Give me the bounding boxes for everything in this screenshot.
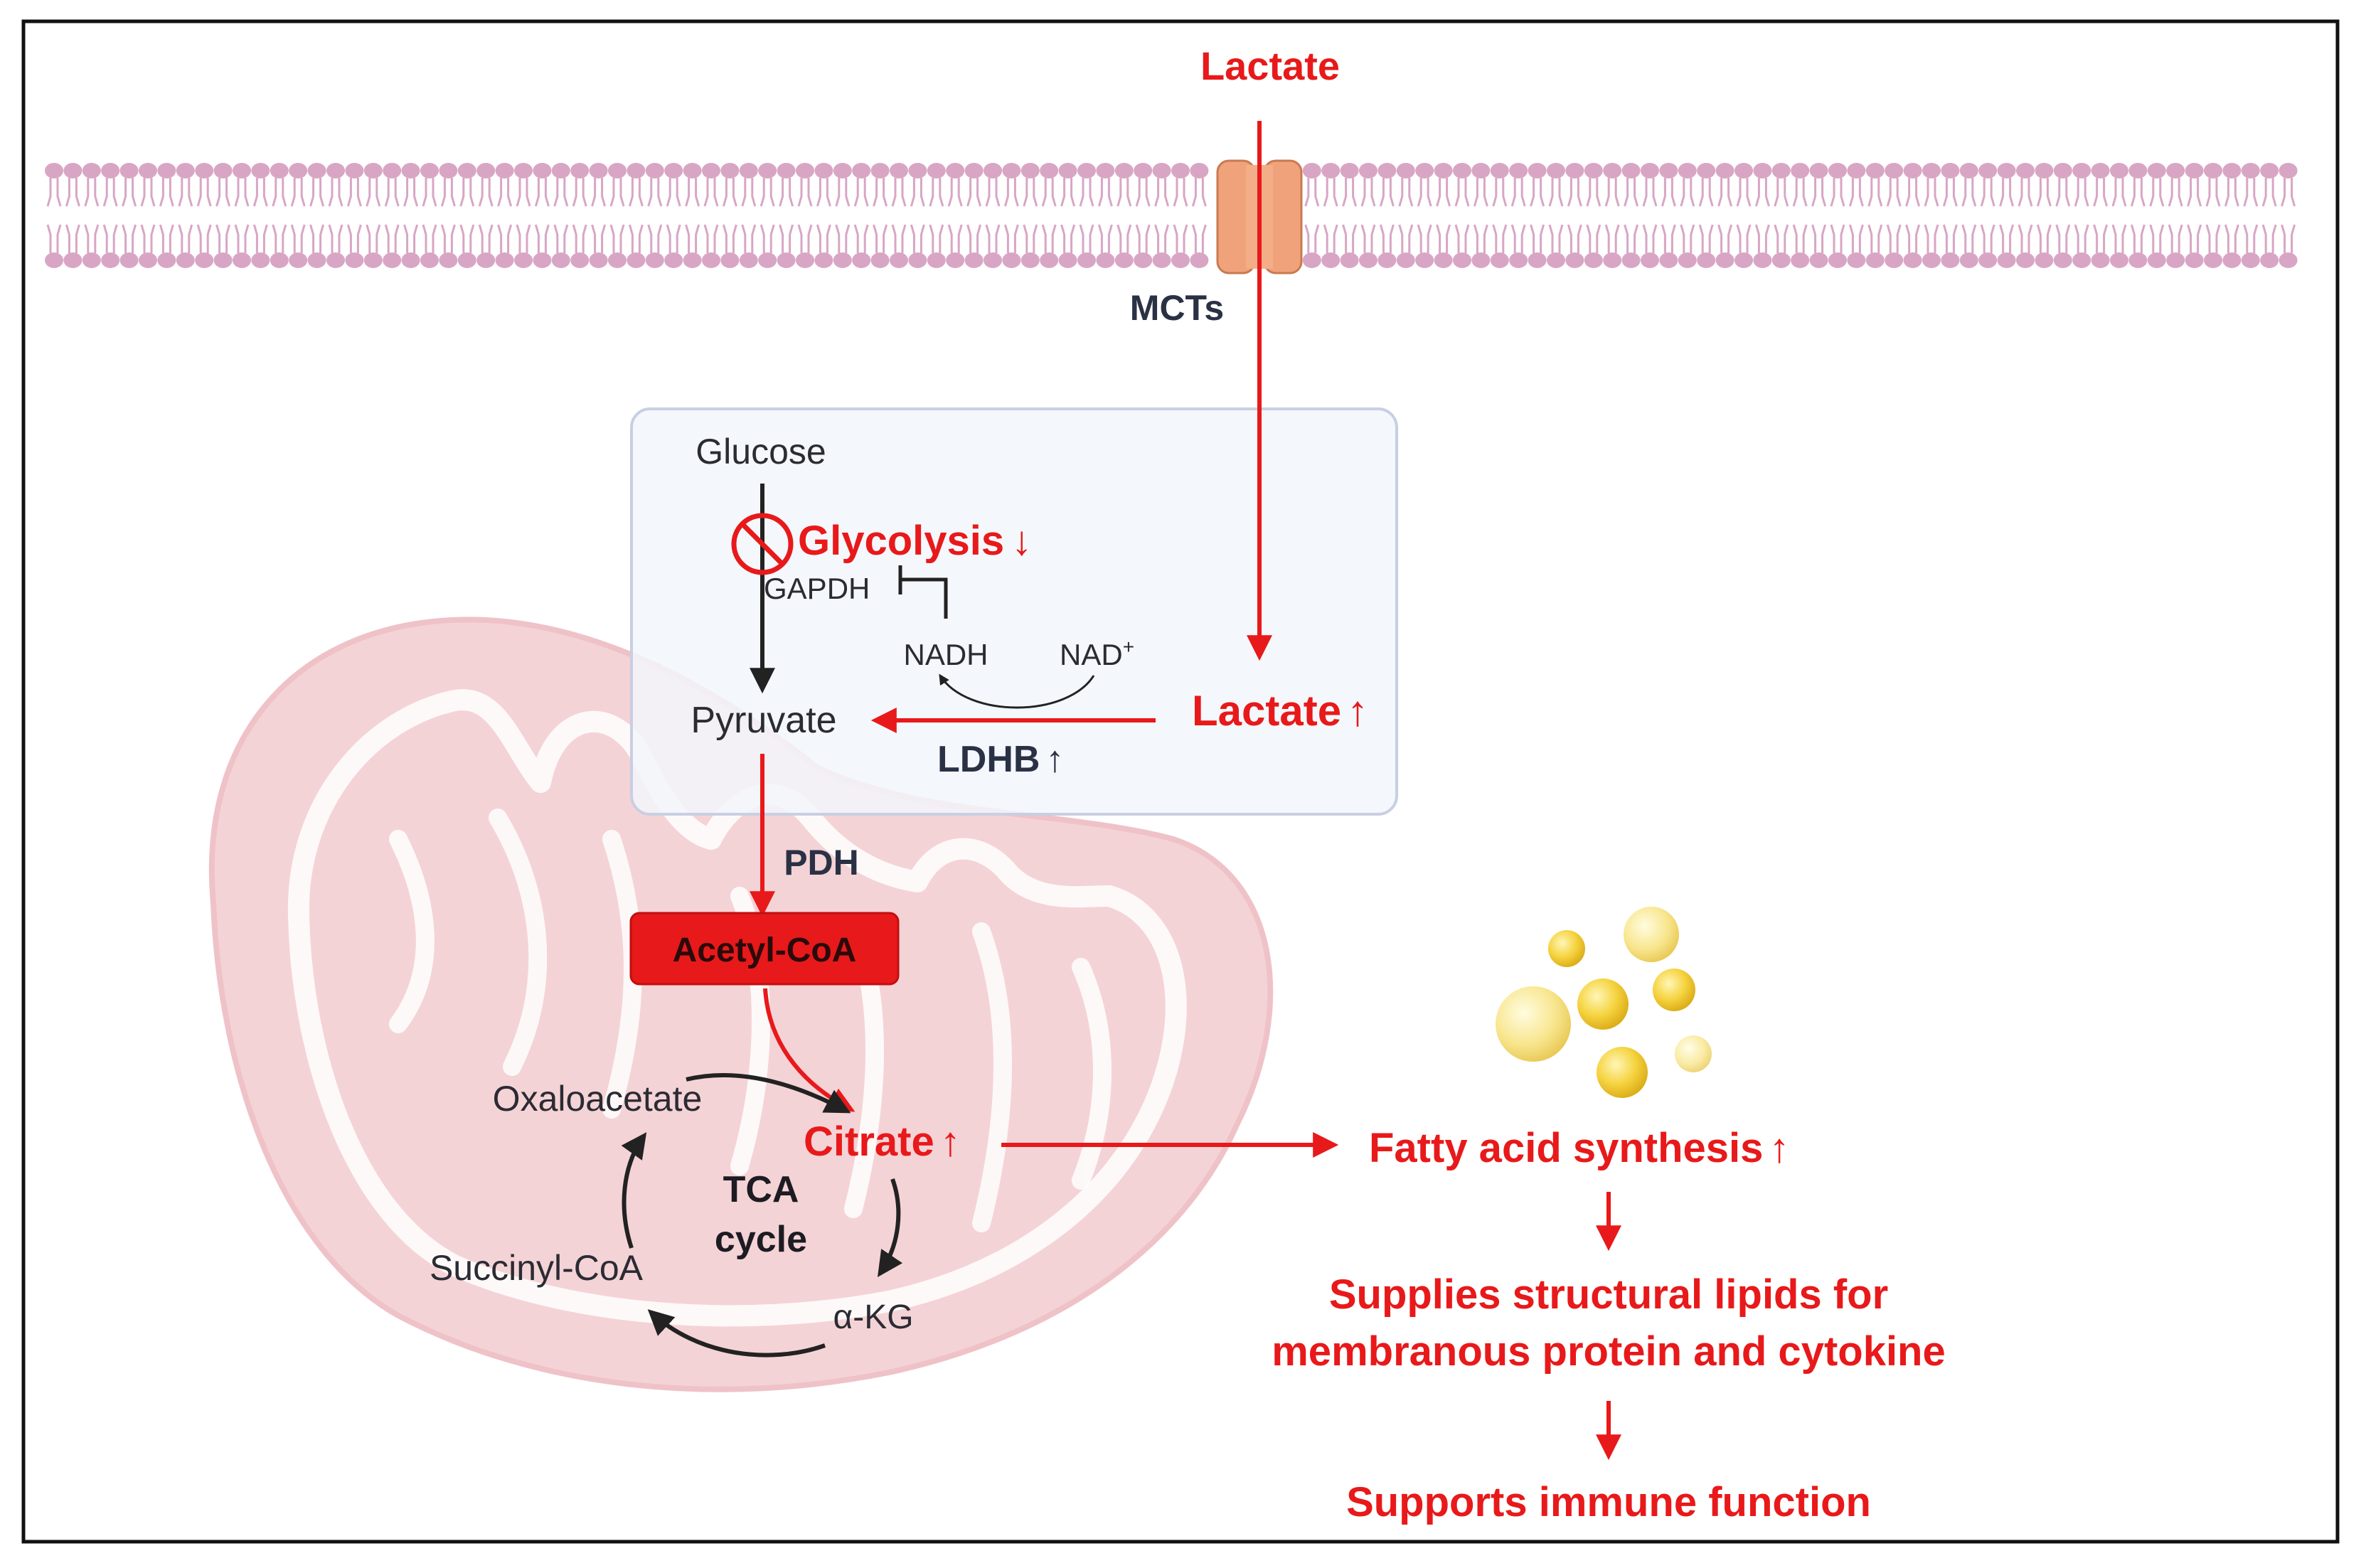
lactate-up-arrow: ↑ (1347, 687, 1368, 735)
acetyl-coa-box (629, 912, 900, 986)
gapdh-label: GAPDH (764, 572, 870, 605)
pyruvate-label: Pyruvate (691, 700, 836, 741)
citrate-text: Citrate (804, 1119, 934, 1165)
lactate-extracellular-label: Lactate (1200, 43, 1340, 88)
glucose-label: Glucose (695, 432, 826, 471)
citrate-label: Citrate↑ (804, 1119, 961, 1165)
nad-text: NAD (1060, 638, 1123, 671)
inhibition-symbol (731, 513, 794, 575)
acetyl-coa-label: Acetyl-CoA (673, 932, 857, 969)
mcts-label: MCTs (1130, 288, 1224, 328)
pdh-label: PDH (784, 843, 859, 882)
ldhb-label: LDHB↑ (937, 739, 1064, 780)
succinyl-coa-label: Succinyl-CoA (430, 1248, 644, 1288)
nadh-label: NADH (903, 638, 988, 671)
fatty-acid-text: Fatty acid synthesis (1369, 1125, 1763, 1171)
glycolysis-text: Glycolysis (798, 518, 1004, 564)
oaa-to-citrate-arrow (686, 1073, 851, 1114)
fatty-acid-label: Fatty acid synthesis↑ (1369, 1125, 1789, 1171)
oxaloacetate-label: Oxaloacetate (493, 1079, 703, 1119)
nadh-inhibition-line (900, 577, 948, 619)
glycolysis-label: Glycolysis↓ (798, 518, 1032, 564)
supports-immune-label: Supports immune function (1346, 1479, 1871, 1525)
glycolysis-down-arrow: ↓ (1011, 518, 1032, 564)
nad-conversion-arrow (939, 673, 1095, 709)
supplies-lipids-line2: membranous protein and cytokine (1272, 1328, 1946, 1375)
lactate-intracellular-label: Lactate↑ (1192, 687, 1368, 735)
tca-label-line2: cycle (715, 1219, 807, 1260)
ldhb-text: LDHB (937, 739, 1040, 780)
nad-plus-label: NAD+ (1060, 636, 1134, 671)
supplies-lipids-line1: Supplies structural lipids for (1329, 1271, 1888, 1318)
fatty-acid-up-arrow: ↑ (1769, 1125, 1789, 1171)
lactate-intracellular-text: Lactate (1192, 687, 1341, 735)
cytosol-box (630, 407, 1398, 816)
ldhb-up-arrow: ↑ (1045, 739, 1064, 780)
citrate-up-arrow: ↑ (940, 1119, 961, 1165)
cell-membrane (45, 163, 2298, 268)
nad-superscript: + (1123, 636, 1134, 658)
tca-label-line1: TCA (723, 1169, 799, 1210)
lipid-droplets (1496, 907, 1712, 1098)
citrate-to-akg-arrow (877, 1178, 903, 1277)
akg-to-succinyl-arrow (647, 1309, 826, 1358)
alpha-kg-label: α-KG (833, 1298, 913, 1336)
succinyl-to-oaa-arrow (621, 1132, 647, 1249)
mct-transporter (1216, 159, 1303, 274)
